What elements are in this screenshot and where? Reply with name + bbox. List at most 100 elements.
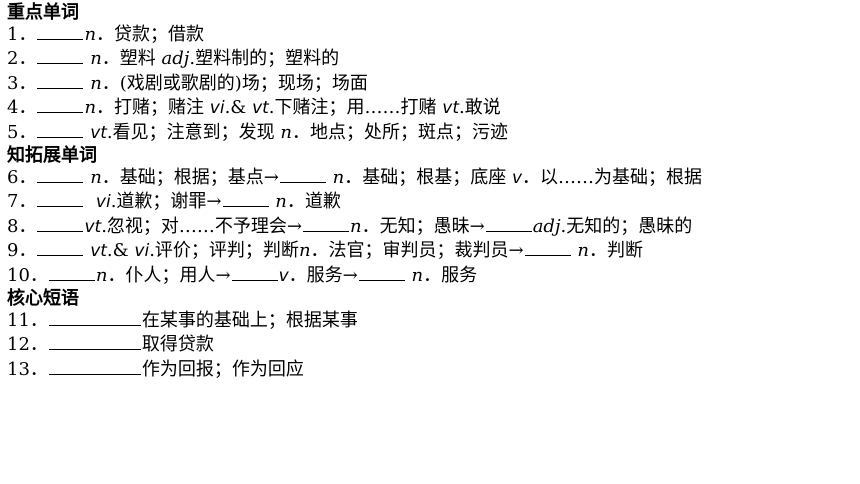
part-of-speech: n (332, 167, 345, 189)
item-11: 11． 在某事的基础上；根据某事 (7, 309, 853, 333)
worksheet: 重点单词 1．n．贷款；借款 2． n．塑料 adj.塑料制的；塑料的 3． n… (7, 2, 853, 382)
definition: ．基础；根据；基点→ (101, 167, 279, 189)
definition: ．服务→ (288, 264, 358, 286)
definition: ．地点；处所；斑点；污迹 (291, 121, 508, 143)
definition: .忽视；对……不予理会→ (101, 215, 302, 237)
answer-blank[interactable] (37, 24, 84, 40)
definition: .道歉；谢罪→ (110, 191, 222, 213)
item-number: 12． (7, 334, 48, 356)
definition: 在某事的基础上；根据某事 (141, 310, 358, 332)
part-of-speech: vi (134, 241, 150, 262)
answer-blank[interactable] (37, 48, 84, 65)
section-heading-extended-words: 知拓展单词 (7, 145, 97, 167)
item-number: 11． (7, 310, 48, 332)
answer-blank[interactable] (524, 240, 571, 257)
definition: .看见；注意到；发现 (106, 121, 275, 143)
definition: ．以……为基础；根据 (522, 167, 702, 189)
item-9: 9． vt.& vi.评价；评判；判断n．法官；审判员；裁判员→ n．判断 (7, 239, 853, 263)
part-of-speech: n (84, 24, 97, 45)
answer-blank[interactable] (485, 216, 532, 232)
answer-blank[interactable] (303, 216, 349, 232)
answer-blank[interactable] (37, 73, 84, 89)
answer-blank[interactable] (279, 167, 326, 184)
definition: .& (224, 97, 247, 119)
part-of-speech: n (95, 264, 108, 286)
answer-blank[interactable] (48, 359, 141, 375)
item-8: 8． vt.忽视；对……不予理会→ n．无知；愚昧→ adj.无知的；愚昧的 (7, 215, 853, 239)
part-of-speech: n (298, 240, 311, 262)
item-number: 2． (7, 48, 37, 70)
item-number: 3． (7, 72, 37, 94)
item-number: 6． (7, 167, 37, 189)
answer-blank[interactable] (48, 265, 95, 281)
item-2: 2． n．塑料 adj.塑料制的；塑料的 (7, 47, 853, 71)
definition: 取得贷款 (141, 334, 214, 356)
definition: ．道歉 (286, 191, 341, 213)
part-of-speech: vt (90, 241, 107, 262)
definition: ．仆人；用人→ (107, 264, 231, 286)
item-number: 10． (7, 264, 48, 286)
definition: ．无知；愚昧→ (361, 215, 485, 237)
definition: .& (106, 240, 129, 262)
definition: ．基础；根基；底座 (344, 167, 507, 189)
definition: ．法官；审判员；裁判员→ (310, 240, 524, 262)
answer-blank[interactable] (37, 240, 84, 257)
definition: ．服务 (423, 264, 478, 286)
definition: 作为回报；作为回应 (141, 358, 304, 380)
definition: .下赌注；用……打赌 (268, 97, 437, 119)
part-of-speech: vt (90, 122, 107, 143)
part-of-speech: n (90, 72, 102, 94)
answer-blank[interactable] (37, 191, 84, 208)
part-of-speech: vi (209, 98, 225, 119)
part-of-speech: n (280, 121, 292, 143)
item-6: 6． n．基础；根据；基点→ n．基础；根基；底座 v．以……为基础；根据 (7, 166, 853, 190)
part-of-speech: adj (161, 48, 190, 70)
definition: ．判断 (588, 240, 643, 262)
item-4: 4．n．打赌；赌注 vi.& vt.下赌注；用……打赌 vt.敢说 (7, 96, 853, 120)
item-number: 8． (7, 215, 37, 237)
answer-blank[interactable] (37, 97, 84, 114)
definition: ．(戏剧或歌剧的)场；现场；场面 (101, 72, 368, 94)
answer-blank[interactable] (48, 310, 141, 327)
item-3: 3． n．(戏剧或歌剧的)场；现场；场面 (7, 72, 853, 96)
definition: .无知的；愚昧的 (560, 215, 693, 237)
item-number: 7． (7, 191, 37, 213)
part-of-speech: n (275, 191, 287, 213)
item-7: 7． vi.道歉；谢罪→ n．道歉 (7, 190, 853, 214)
part-of-speech: n (90, 48, 102, 70)
part-of-speech: vt (442, 98, 459, 119)
item-number: 13． (7, 358, 48, 380)
part-of-speech: adj (532, 215, 561, 237)
item-number: 1． (7, 24, 37, 45)
item-1: 1． n．贷款；借款 (7, 23, 853, 47)
definition: ．塑料 (101, 48, 156, 70)
answer-blank[interactable] (48, 334, 141, 351)
definition: .敢说 (459, 97, 501, 119)
item-13: 13． 作为回报；作为回应 (7, 358, 853, 382)
part-of-speech: n (90, 167, 102, 189)
part-of-speech: n (577, 240, 589, 262)
part-of-speech: n (350, 215, 362, 237)
part-of-speech: vt (252, 98, 269, 119)
answer-blank[interactable] (222, 191, 269, 208)
item-5: 5． vt.看见；注意到；发现 n．地点；处所；斑点；污迹 (7, 121, 853, 145)
definition: .评价；评判；判断 (149, 240, 299, 262)
answer-blank[interactable] (37, 122, 84, 138)
answer-blank[interactable] (231, 265, 278, 281)
section-heading-core-phrases: 核心短语 (7, 288, 79, 310)
part-of-speech: vt (84, 216, 102, 237)
item-12: 12． 取得贷款 (7, 333, 853, 357)
answer-blank[interactable] (358, 265, 405, 281)
item-10: 10．n．仆人；用人→v．服务→ n．服务 (7, 264, 853, 288)
part-of-speech: v (278, 265, 289, 286)
part-of-speech: v (511, 168, 522, 189)
item-number: 5． (7, 121, 37, 143)
item-number: 4． (7, 97, 37, 119)
answer-blank[interactable] (37, 216, 84, 232)
item-number: 9． (7, 240, 37, 262)
definition: ．贷款；借款 (96, 24, 205, 45)
part-of-speech: n (84, 97, 97, 119)
section-heading-key-words: 重点单词 (7, 2, 79, 23)
answer-blank[interactable] (37, 167, 84, 184)
definition: .塑料制的；塑料的 (189, 48, 340, 70)
